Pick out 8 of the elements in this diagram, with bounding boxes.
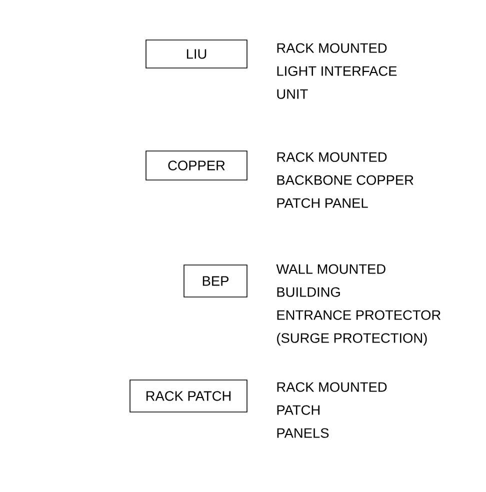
symbol-box: LIU (146, 40, 248, 68)
description-text: RACK MOUNTED LIGHT INTERFACE UNIT (277, 43, 397, 99)
symbol-box: COPPER (146, 150, 248, 180)
description-text: WALL MOUNTED BUILDING ENTRANCE PROTECTOR (SURGE PROTECTION) (276, 264, 440, 346)
description-text: RACK MOUNTED BACKBONE COPPER PATCH PANEL (277, 152, 414, 208)
symbol-box: BEP (184, 264, 248, 298)
description-text: RACK MOUNTED PATCH PANELS (277, 382, 387, 438)
symbol-box: RACK PATCH (130, 380, 248, 412)
